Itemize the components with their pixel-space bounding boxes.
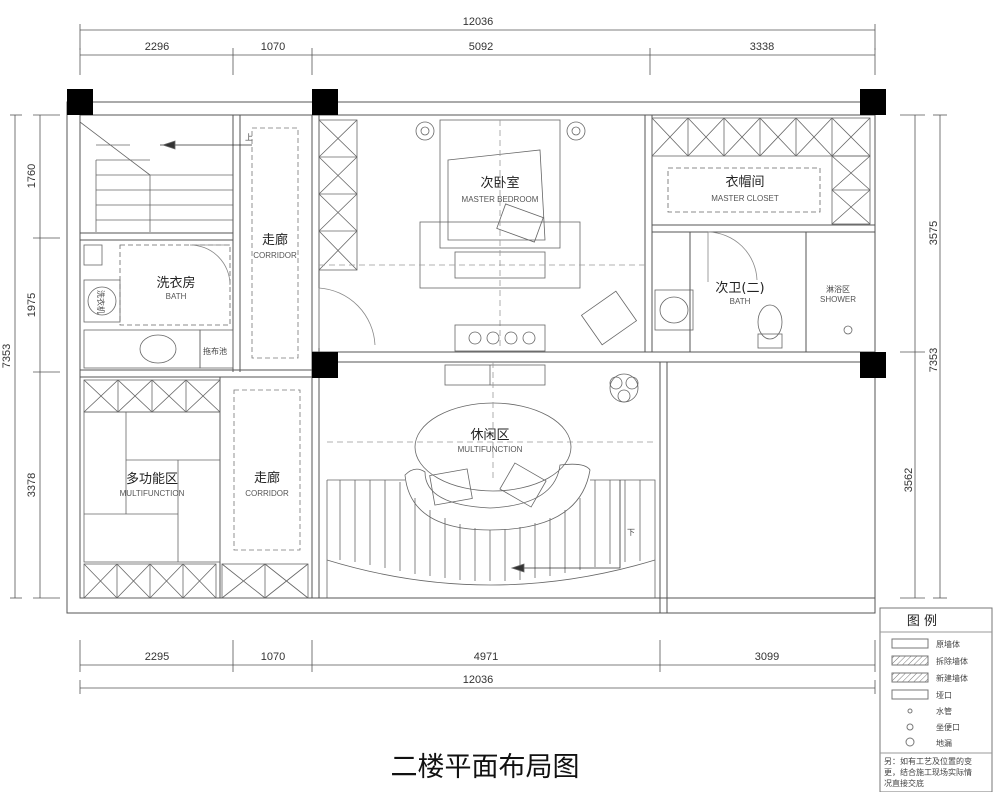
dim-bottom-total: 12036 — [463, 674, 494, 686]
dim-bottom-1: 2295 — [145, 651, 169, 663]
dim-top-2: 1070 — [261, 41, 285, 53]
dim-left-1: 1760 — [26, 164, 38, 188]
master-bedroom-sub: MASTER BEDROOM — [462, 195, 539, 204]
multifunction-sub: MULTIFUNCTION — [120, 489, 185, 498]
dim-top-1: 2296 — [145, 41, 169, 53]
dimension-lines — [10, 24, 947, 694]
corridor-lower-label: 走廊 — [254, 470, 280, 486]
dim-bottom-2: 1070 — [261, 651, 285, 663]
dim-right-2: 3562 — [903, 468, 915, 492]
multifunction-room — [83, 379, 309, 599]
dim-left-total: 7353 — [1, 344, 13, 368]
legend-item-4: 垭口 — [936, 691, 952, 700]
stair-down-mark: 下 — [627, 528, 635, 537]
leisure-area — [326, 362, 656, 598]
corridor-upper-label: 走廊 — [262, 232, 288, 248]
master-closet-sub: MASTER CLOSET — [711, 194, 779, 203]
bath-2 — [654, 231, 853, 349]
stairs-upper — [79, 121, 252, 232]
master-bedroom — [318, 119, 645, 352]
legend-title: 图 例 — [907, 614, 937, 629]
bath2-label: 次卫(二) — [715, 280, 764, 296]
leisure-label: 休闲区 — [470, 428, 509, 443]
legend-item-1: 原墙体 — [936, 639, 960, 649]
corridor-lower: 走廊 CORRIDOR — [233, 389, 301, 551]
legend-note-2: 更，结合施工现场实际情 — [884, 767, 972, 777]
drawing-title: 二楼平面布局图 — [391, 752, 580, 783]
master-closet — [651, 117, 871, 225]
dim-top-total: 12036 — [463, 16, 494, 28]
washer-label: 洗衣机 — [96, 290, 106, 314]
dim-left-3: 3378 — [26, 473, 38, 497]
legend-note-1: 另：如有工艺及位置的变 — [884, 756, 972, 766]
legend-item-5: 水管 — [936, 706, 952, 716]
shower-label: 淋浴区 — [826, 284, 850, 294]
legend-item-3: 新建墙体 — [936, 673, 968, 683]
laundry-sub: BATH — [166, 292, 187, 301]
laundry-label: 洗衣房 — [156, 275, 195, 291]
corridor-upper-sub: CORRIDOR — [253, 251, 297, 260]
columns — [67, 89, 886, 378]
master-bedroom-label: 次卧室 — [480, 175, 519, 191]
corridor-upper: 走廊 CORRIDOR — [251, 127, 299, 359]
shower-sub: SHOWER — [820, 295, 856, 304]
leisure-sub: MULTIFUNCTION — [458, 445, 523, 454]
corridor-lower-sub: CORRIDOR — [245, 489, 289, 498]
dim-top-3: 5092 — [469, 41, 493, 53]
dim-left-2: 1975 — [26, 293, 38, 317]
master-closet-label: 衣帽间 — [725, 174, 764, 190]
dim-bottom-4: 3099 — [755, 651, 779, 663]
dim-right-1: 3575 — [928, 221, 940, 245]
mop-pool-label: 拖布池 — [203, 346, 227, 356]
dim-right-total: 7353 — [928, 348, 940, 372]
dim-bottom-3: 4971 — [474, 651, 498, 663]
legend-item-7: 地漏 — [936, 738, 952, 748]
legend-item-6: 坐便口 — [936, 722, 960, 732]
laundry-room — [83, 244, 234, 369]
legend: 图 例 原墙体 拆除墙体 新建墙体 垭口 水管 坐便口 地漏 另：如有工艺及位置… — [879, 607, 993, 792]
stair-up-mark: 上 — [245, 133, 253, 142]
bath2-sub: BATH — [730, 297, 751, 306]
dim-top-4: 3338 — [750, 41, 774, 53]
multifunction-label: 多功能区 — [126, 471, 178, 487]
legend-note-3: 况直接交底 — [884, 778, 924, 788]
legend-item-2: 拆除墙体 — [936, 656, 968, 666]
